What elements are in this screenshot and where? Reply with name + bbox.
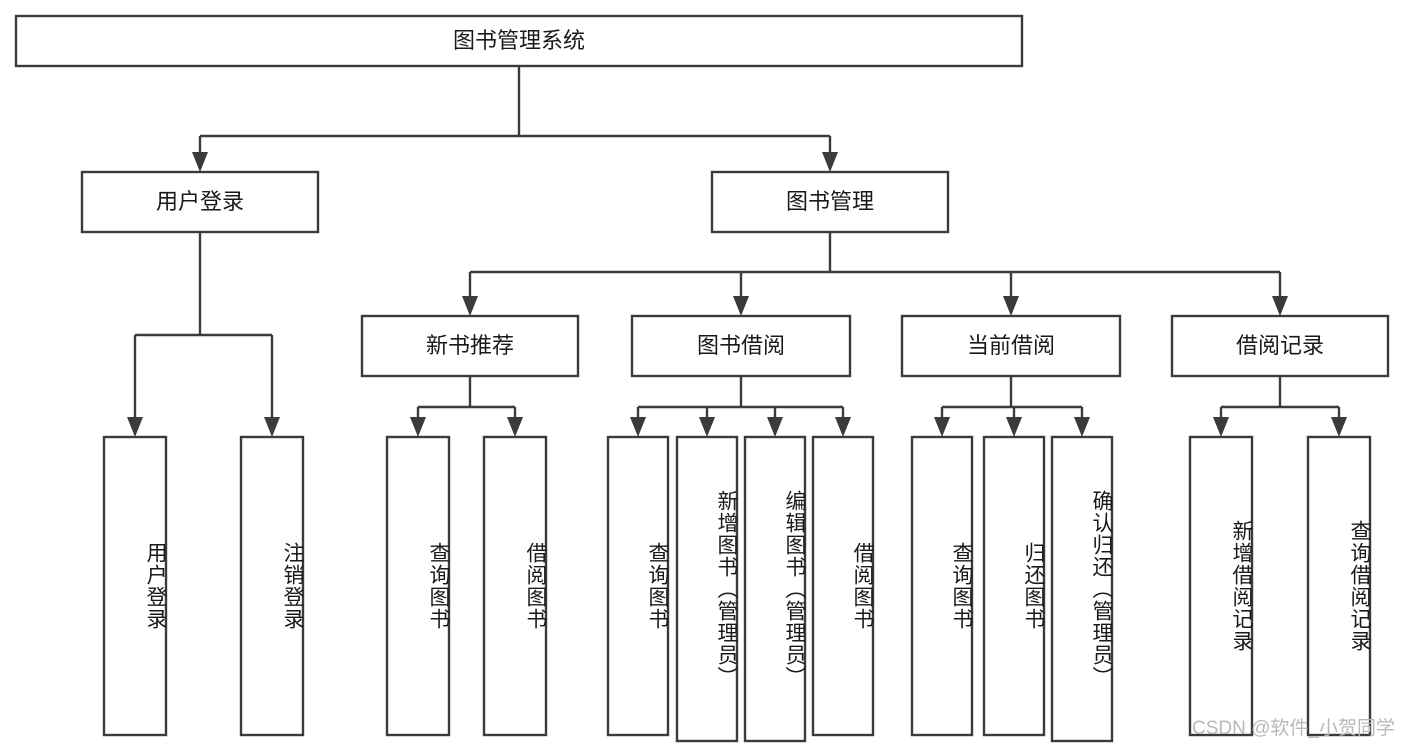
node-box-user-login[interactable] [80,170,320,234]
node-box-leaf-user-login[interactable] [102,435,168,737]
arrow-head-new-book-rec [462,296,478,316]
node-box-leaf-return-book[interactable] [982,435,1046,737]
node-box-current-borrow[interactable] [900,314,1122,378]
node-box-leaf-borrow-book-bw[interactable] [811,435,875,737]
node-label-new-book-rec: 新书推荐 [426,333,514,358]
node-box-leaf-logout-login[interactable] [239,435,305,737]
node-label-borrow-record: 借阅记录 [1236,333,1324,358]
node-box-leaf-confirm-return[interactable] [1050,435,1114,743]
node-box-leaf-query-borrow-rec[interactable] [1306,435,1372,737]
csdn-watermark: CSDN @软件_小贺同学 [1192,718,1395,739]
node-box-leaf-edit-book-admin[interactable] [743,435,807,743]
arrow-head-leaf-logout-login [264,417,280,437]
node-box-borrow-record[interactable] [1170,314,1390,378]
node-box-leaf-add-borrow-rec[interactable] [1188,435,1254,737]
node-box-new-book-rec[interactable] [360,314,580,378]
node-boxes-group [14,14,1390,743]
arrow-head-leaf-confirm-return [1074,417,1090,437]
node-box-leaf-query-book-cb[interactable] [910,435,974,737]
arrow-head-leaf-query-book-rec [410,417,426,437]
arrow-head-current-borrow [1003,296,1019,316]
node-box-leaf-add-book-admin[interactable] [675,435,739,743]
arrow-head-borrow-record [1272,296,1288,316]
arrow-head-leaf-query-borrow-rec [1331,417,1347,437]
node-box-leaf-query-book-bw[interactable] [606,435,670,737]
arrow-head-leaf-borrow-book-bw [835,417,851,437]
node-box-leaf-query-book-rec[interactable] [385,435,451,737]
arrow-head-user-login [192,152,208,172]
arrow-head-leaf-add-borrow-rec [1213,417,1229,437]
arrow-head-book-manage [822,152,838,172]
arrow-head-book-borrow [733,296,749,316]
arrow-head-leaf-query-book-cb [934,417,950,437]
node-box-book-manage[interactable] [710,170,950,234]
node-box-book-borrow[interactable] [630,314,852,378]
node-box-root[interactable] [14,14,1024,68]
node-label-book-manage: 图书管理 [786,189,874,214]
node-label-user-login: 用户登录 [156,189,244,214]
arrow-head-leaf-edit-book-admin [767,417,783,437]
arrow-head-leaf-add-book-admin [699,417,715,437]
node-label-current-borrow: 当前借阅 [967,333,1055,358]
arrow-head-leaf-query-book-bw [630,417,646,437]
arrow-head-leaf-borrow-book-rec [507,417,523,437]
arrow-head-leaf-user-login [127,417,143,437]
node-label-root: 图书管理系统 [453,28,585,53]
connector-lines-group [127,66,1347,437]
node-label-book-borrow: 图书借阅 [697,333,785,358]
arrow-head-leaf-return-book [1006,417,1022,437]
node-box-leaf-borrow-book-rec[interactable] [482,435,548,737]
